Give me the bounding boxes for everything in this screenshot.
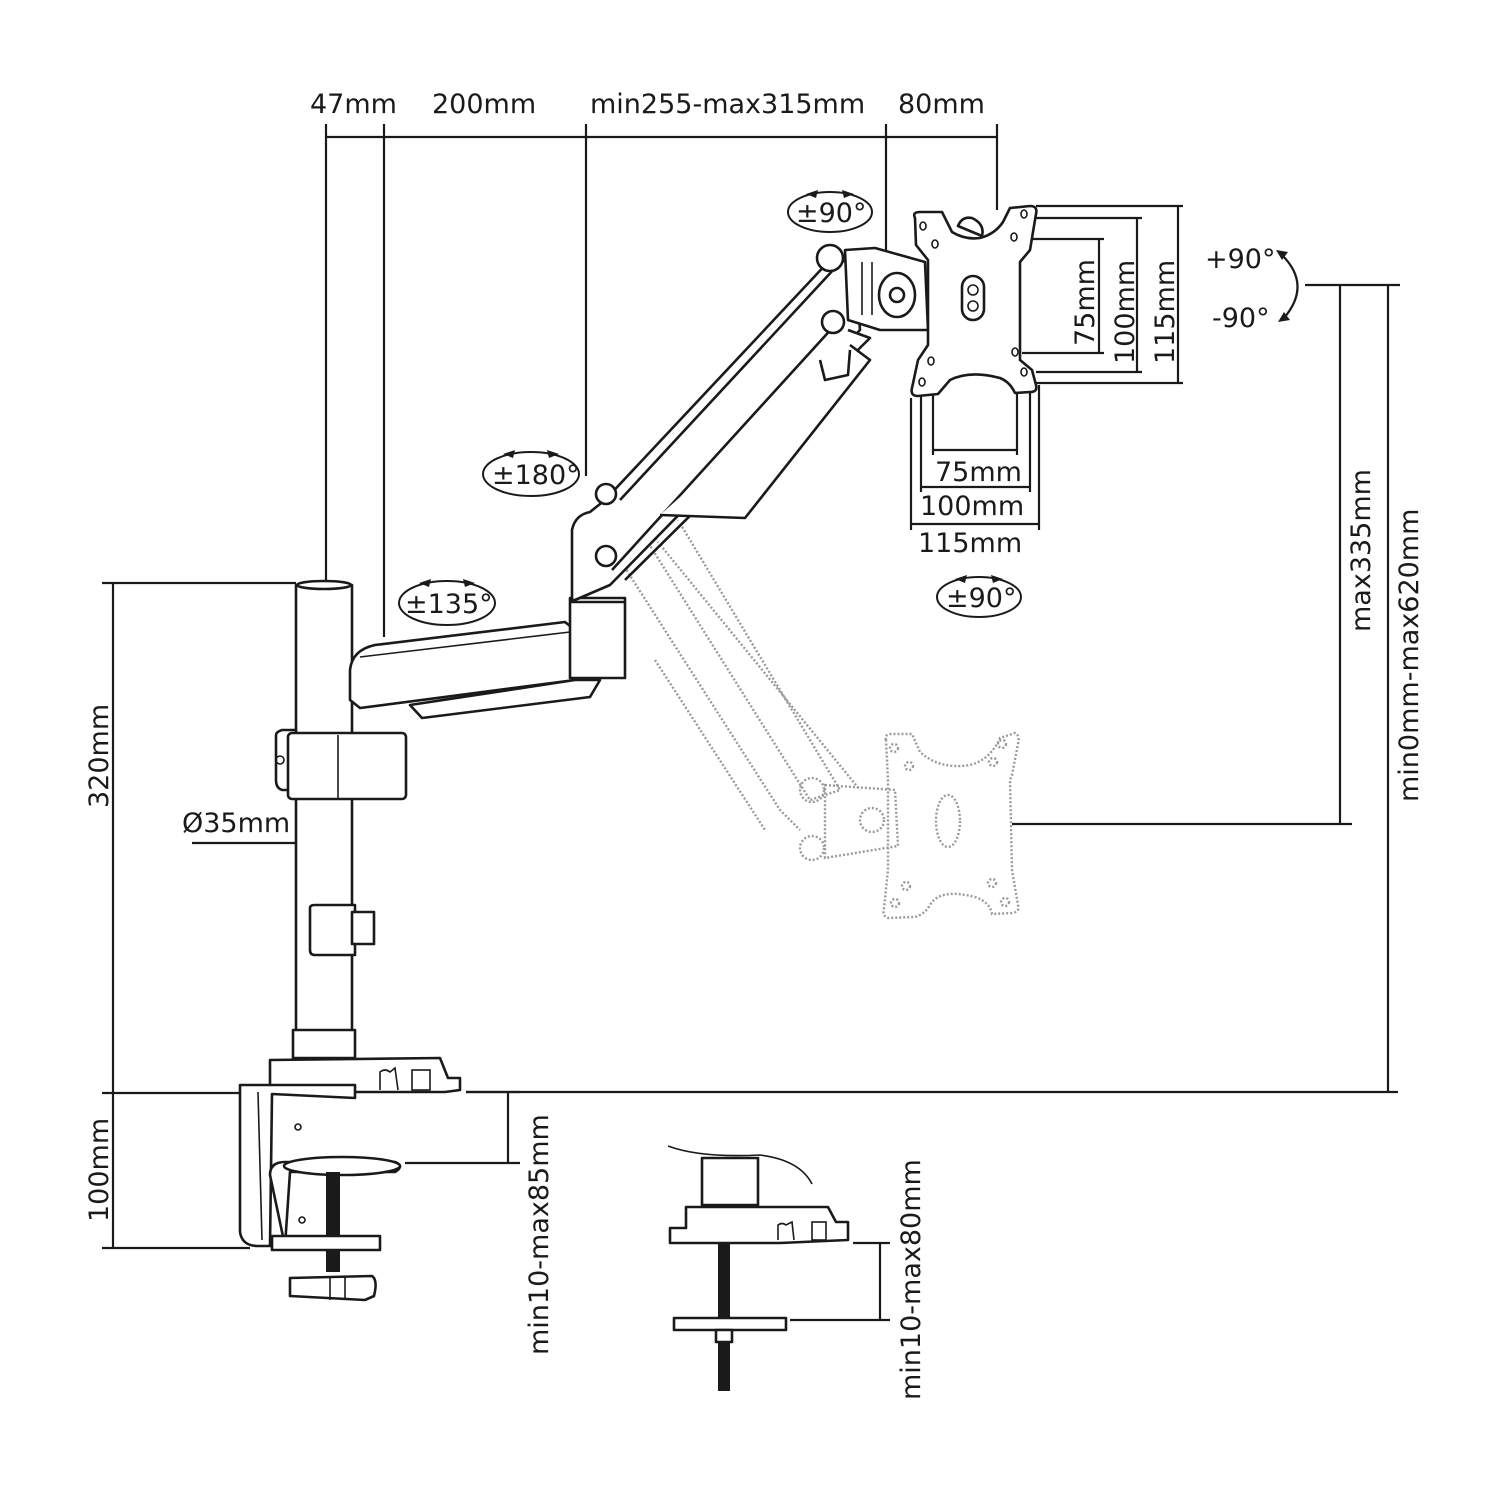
right-height-dimensions: [466, 283, 1400, 1094]
inset-nut: [714, 1328, 734, 1344]
inset-lower-plate: [672, 1316, 788, 1332]
grommet-thickness-dimension: [790, 1241, 890, 1322]
vesa-hole: [1010, 232, 1018, 242]
rotate-arrow-icon: [806, 190, 818, 198]
dim-upper-arm-label: min255-max315mm: [590, 89, 865, 120]
left-height-dimensions: [102, 581, 350, 1250]
tilt-head: [843, 246, 930, 332]
lower-arm-swivel-label: ±135°: [405, 589, 493, 620]
vesa-hole: [1020, 367, 1028, 377]
rotation-badge-lower-arm: ±135°: [398, 579, 496, 626]
clamp-lower-jaw: [270, 1234, 382, 1252]
clamp-screw: [326, 1172, 340, 1272]
rotate-arrow-icon: [503, 450, 515, 458]
upper-arm-pivot-bottom: [594, 544, 618, 568]
rotation-badge-vesa: ±90°: [936, 575, 1022, 618]
grommet-thickness-label: min10-max80mm: [896, 1159, 927, 1400]
vesa-h-115mm-label: 115mm: [918, 528, 1022, 559]
grommet-mount-inset: [667, 1145, 850, 1391]
clamp-height-label: 100mm: [84, 1118, 115, 1222]
rotate-arrow-icon: [547, 450, 559, 458]
head-pivot-bottom: [820, 309, 846, 335]
clamp-pad: [282, 1155, 402, 1177]
rotation-badge-upper-arm: ±180°: [482, 450, 580, 497]
rotate-arrow-icon: [419, 579, 431, 587]
tilt-arrow-up-icon: [1276, 250, 1288, 260]
vesa-h-75mm-label: 75mm: [935, 457, 1022, 488]
clamp-thickness-dimension: [405, 1090, 520, 1165]
vesa-horizontal-dimensions: [909, 385, 1041, 530]
head-swivel-label: ±90°: [796, 198, 866, 229]
dim-80mm-label: 80mm: [898, 89, 985, 120]
lower-arm-underside: [408, 678, 602, 720]
tilt-up-label: +90°: [1205, 244, 1275, 275]
rotate-arrow-icon: [991, 575, 1003, 583]
vesa-v-100mm-label: 100mm: [1110, 260, 1141, 364]
tilt-indicator: +90° -90°: [1205, 244, 1299, 334]
clamp-c-frame: [238, 1083, 357, 1248]
tilt-arc: [1281, 254, 1299, 319]
elbow-joint: [568, 596, 627, 680]
pole-cap: [295, 579, 353, 591]
vesa-h-100mm-label: 100mm: [920, 491, 1024, 522]
upper-arm-pivot-top: [594, 482, 618, 506]
pole-diameter-label: Ø35mm: [182, 808, 290, 839]
upper-arm: [570, 243, 872, 602]
lowered-arm-ghost: [612, 488, 1020, 920]
clamp-frame-hole: [298, 1216, 306, 1224]
vesa-plate: [910, 204, 1038, 398]
vesa-hole: [919, 221, 927, 231]
dim-47mm-label: 47mm: [310, 89, 397, 120]
rotation-badge-head: ±90°: [787, 190, 873, 233]
vesa-hole: [927, 356, 935, 366]
head-pivot-top: [815, 243, 845, 273]
upper-arm-swivel-label: ±180°: [492, 460, 580, 491]
total-height-label: min0mm-max620mm: [1394, 509, 1425, 802]
vesa-v-75mm-label: 75mm: [1070, 259, 1101, 346]
inset-pole: [700, 1156, 760, 1207]
height-collar: [286, 731, 408, 801]
upper-arm-body: [570, 258, 862, 602]
vesa-hole: [1011, 347, 1019, 357]
tilt-screw: [888, 286, 906, 304]
vesa-hole: [918, 377, 926, 387]
rotate-arrow-icon: [955, 575, 967, 583]
rotate-arrow-icon: [463, 579, 475, 587]
vesa-vertical-dimensions: [1022, 204, 1183, 385]
lower-arm: [348, 596, 627, 720]
tilt-arrow-down-icon: [1278, 312, 1290, 322]
clamp-knob: [288, 1274, 377, 1302]
vesa-hole: [1020, 209, 1028, 219]
pole: [274, 579, 408, 1060]
pole-tube: [294, 583, 354, 1042]
dim-200mm-label: 200mm: [432, 89, 536, 120]
clamp-thickness-label: min10-max85mm: [524, 1114, 555, 1355]
vesa-hole: [931, 239, 939, 249]
pole-height-label: 320mm: [84, 704, 115, 808]
vesa-plate-tab: [956, 216, 984, 238]
top-dimension-line: [324, 124, 999, 637]
vesa-center-slot: [960, 274, 986, 322]
cable-clip: [308, 903, 357, 957]
clamp-frame-hole: [294, 1123, 302, 1131]
height-adjust-label: max335mm: [1346, 469, 1377, 632]
inset-base-plate: [668, 1205, 850, 1245]
inset-break-line: [667, 1145, 813, 1185]
cable-clip-tab: [350, 910, 376, 946]
rotate-arrow-icon: [842, 190, 854, 198]
vesa-swivel-label: ±90°: [946, 583, 1016, 614]
tilt-down-label: -90°: [1212, 303, 1270, 334]
desk-clamp: [238, 1056, 462, 1302]
vesa-v-115mm-label: 115mm: [1150, 260, 1181, 364]
pole-base-ring: [291, 1028, 357, 1060]
